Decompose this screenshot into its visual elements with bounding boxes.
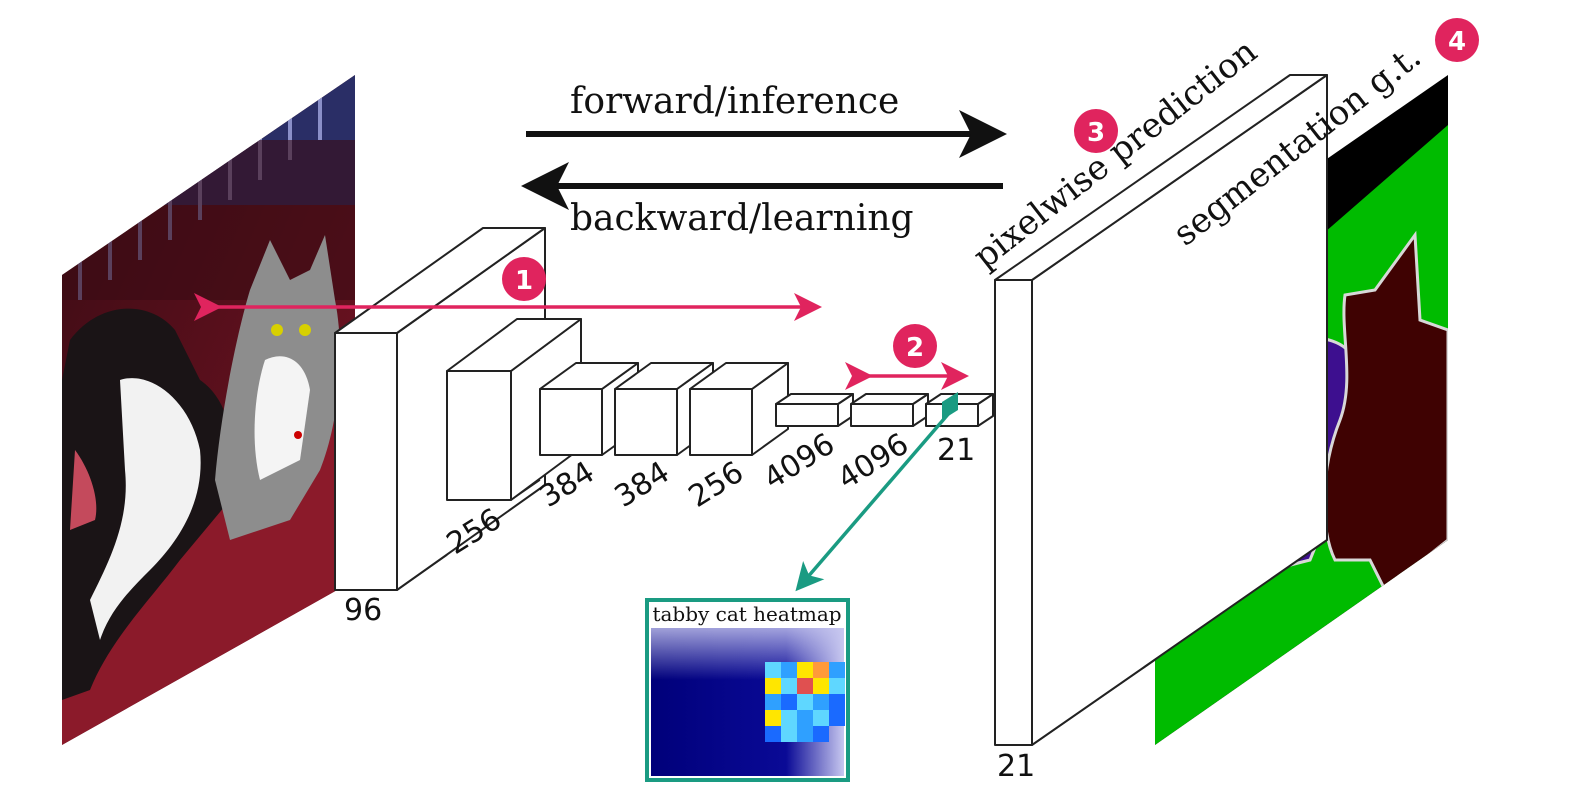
heatmap-cell — [813, 662, 829, 678]
heatmap-cell — [781, 678, 797, 694]
layer-label-4096b: 4096 — [832, 427, 915, 497]
network-blocks — [334, 227, 994, 591]
block-96-front — [334, 332, 398, 591]
heatmap-cell — [797, 662, 813, 678]
heatmap-cell — [781, 710, 797, 726]
teal-pointer-arrow — [795, 410, 952, 592]
pixelwise-prediction-plane — [994, 74, 1328, 746]
heatmap-cell — [781, 662, 797, 678]
heatmap-cell — [765, 710, 781, 726]
block-4096a-top — [775, 393, 854, 405]
heatmap-cell — [829, 694, 845, 710]
block-connectors — [396, 479, 541, 591]
heatmap-cell — [829, 710, 845, 726]
annotation-badge-2: 2 — [893, 324, 937, 368]
heatmap-cell — [797, 726, 813, 742]
block-4096a — [775, 393, 854, 427]
block-4096b — [850, 393, 929, 427]
forward-label: forward/inference — [570, 81, 899, 122]
layer-label-256b: 256 — [683, 455, 750, 515]
heatmap-cell — [813, 694, 829, 710]
output-label-21: 21 — [997, 749, 1035, 784]
block-4096b-top — [850, 393, 929, 405]
block-21-front — [925, 403, 979, 427]
heatmap-cell — [813, 710, 829, 726]
annotation-badge-3: 3 — [1074, 109, 1118, 153]
layer-label-384b: 384 — [609, 455, 676, 515]
heatmap-cell — [765, 662, 781, 678]
heatmap-image — [651, 628, 845, 776]
heatmap-cell — [781, 726, 797, 742]
heatmap-cell — [765, 678, 781, 694]
svg-text:1: 1 — [515, 266, 533, 296]
heatmap-cell — [797, 710, 813, 726]
heatmap-cell — [797, 678, 813, 694]
selected-channel-marker — [942, 392, 958, 420]
block-4096b-front — [850, 403, 914, 427]
block-21 — [925, 393, 994, 427]
svg-text:3: 3 — [1087, 118, 1105, 148]
heatmap-cell — [813, 726, 829, 742]
backward-label: backward/learning — [570, 198, 914, 239]
heatmap-cell — [781, 694, 797, 710]
svg-text:2: 2 — [906, 333, 924, 363]
svg-text:4: 4 — [1448, 27, 1466, 57]
heatmap-cell — [765, 726, 781, 742]
heatmap-cell — [829, 678, 845, 694]
annotation-badge-1: 1 — [502, 257, 546, 301]
input-image — [62, 75, 355, 745]
heatmap-panel — [645, 598, 850, 782]
heatmap-cell — [813, 678, 829, 694]
block-256b-front — [689, 388, 753, 456]
heatmap-title: tabby cat heatmap — [652, 602, 841, 626]
block-384b-front — [614, 388, 678, 456]
layer-label-21: 21 — [937, 433, 975, 468]
layer-label-96: 96 — [344, 593, 382, 628]
heatmap-cell — [797, 694, 813, 710]
annotation-badge-4: 4 — [1435, 18, 1479, 62]
block-256b — [689, 362, 789, 456]
block-256a-front — [446, 370, 512, 501]
block-384a-front — [539, 388, 603, 456]
heatmap-cell — [829, 662, 845, 678]
block-4096a-front — [775, 403, 839, 427]
heatmap-cell — [765, 694, 781, 710]
